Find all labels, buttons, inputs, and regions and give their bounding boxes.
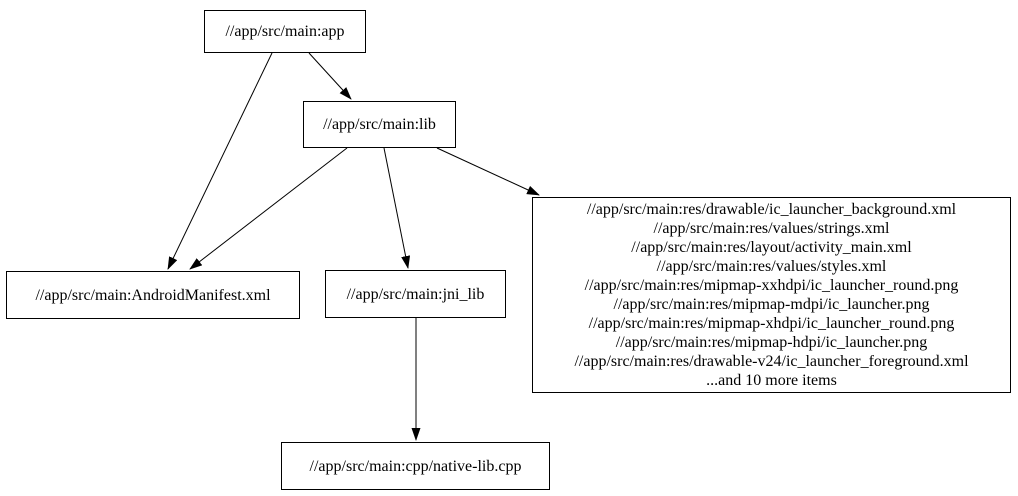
- node-jni-lib-label: //app/src/main:jni_lib: [346, 285, 485, 303]
- res-file-line: //app/src/main:res/drawable-v24/ic_launc…: [574, 353, 969, 370]
- res-file-line: //app/src/main:res/values/styles.xml: [656, 258, 887, 275]
- node-native-lib-cpp-label: //app/src/main:cpp/native-lib.cpp: [309, 457, 522, 475]
- edge-lib-to-res: [436, 147, 540, 196]
- res-file-line: //app/src/main:res/layout/activity_main.…: [631, 239, 912, 256]
- res-file-line: //app/src/main:res/mipmap-mdpi/ic_launch…: [613, 296, 930, 313]
- res-file-line: //app/src/main:res/mipmap-xxhdpi/ic_laun…: [584, 277, 959, 294]
- node-android-manifest: //app/src/main:AndroidManifest.xml: [6, 271, 300, 319]
- node-lib: //app/src/main:lib: [303, 101, 456, 148]
- res-file-line: //app/src/main:res/mipmap-xhdpi/ic_launc…: [588, 315, 955, 332]
- res-more-items-line: ...and 10 more items: [706, 372, 837, 389]
- node-app: //app/src/main:app: [204, 10, 366, 53]
- res-file-line: //app/src/main:res/mipmap-hdpi/ic_launch…: [615, 334, 928, 351]
- node-app-label: //app/src/main:app: [225, 23, 345, 40]
- node-native-lib-cpp: //app/src/main:cpp/native-lib.cpp: [281, 442, 550, 490]
- node-jni-lib: //app/src/main:jni_lib: [325, 270, 506, 318]
- edge-lib-to-manifest: [189, 147, 348, 270]
- edge-app-to-manifest: [167, 52, 273, 270]
- node-lib-label: //app/src/main:lib: [323, 116, 436, 133]
- res-file-line: //app/src/main:res/values/strings.xml: [653, 220, 890, 237]
- edge-lib-to-jni-lib: [383, 147, 411, 269]
- res-file-line: //app/src/main:res/drawable/ic_launcher_…: [586, 201, 957, 218]
- edge-app-to-lib: [308, 52, 352, 100]
- node-android-manifest-label: //app/src/main:AndroidManifest.xml: [35, 286, 271, 304]
- node-res-files: //app/src/main:res/drawable/ic_launcher_…: [532, 197, 1011, 393]
